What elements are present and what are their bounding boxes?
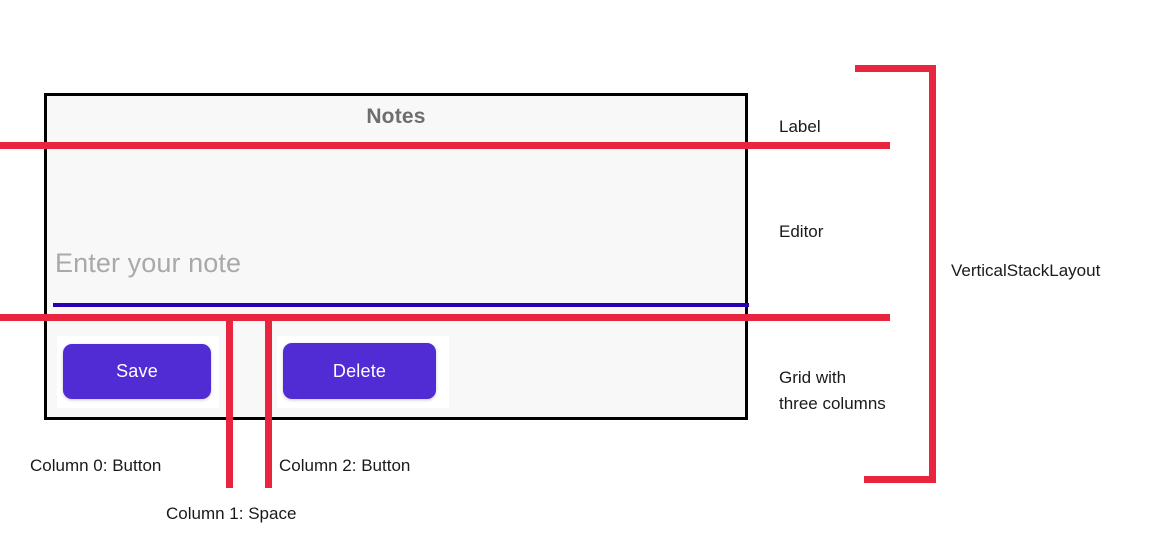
note-editor[interactable]: Enter your note: [47, 148, 745, 313]
note-editor-placeholder: Enter your note: [55, 248, 242, 278]
annotation-label-text: Label: [779, 117, 821, 136]
annotation-column-0-text: Column 0: Button: [30, 456, 162, 475]
annotation-editor-text: Editor: [779, 222, 824, 241]
delete-button[interactable]: Delete: [283, 343, 436, 399]
annotation-bracket-arm-top: [855, 65, 936, 72]
annotation-divider-editor-grid: [0, 314, 890, 321]
annotation-bracket-spine: [929, 65, 936, 483]
button-grid: Save Delete: [47, 322, 745, 420]
note-editor-underline: [53, 303, 749, 307]
annotation-column-2-text: Column 2: Button: [279, 456, 411, 475]
annotation-column-separator-1: [265, 314, 272, 488]
annotation-divider-label-editor: [0, 142, 890, 149]
save-button[interactable]: Save: [63, 344, 211, 399]
annotation-bracket-arm-bottom: [864, 476, 936, 483]
annotation-column-1-text: Column 1: Space: [166, 504, 297, 523]
page-title: Notes: [366, 105, 426, 128]
annotation-vertical-stack-layout-text: VerticalStackLayout: [951, 261, 1101, 280]
annotation-column-separator-0: [226, 314, 233, 488]
annotation-grid-text: Grid with three columns: [779, 368, 886, 414]
